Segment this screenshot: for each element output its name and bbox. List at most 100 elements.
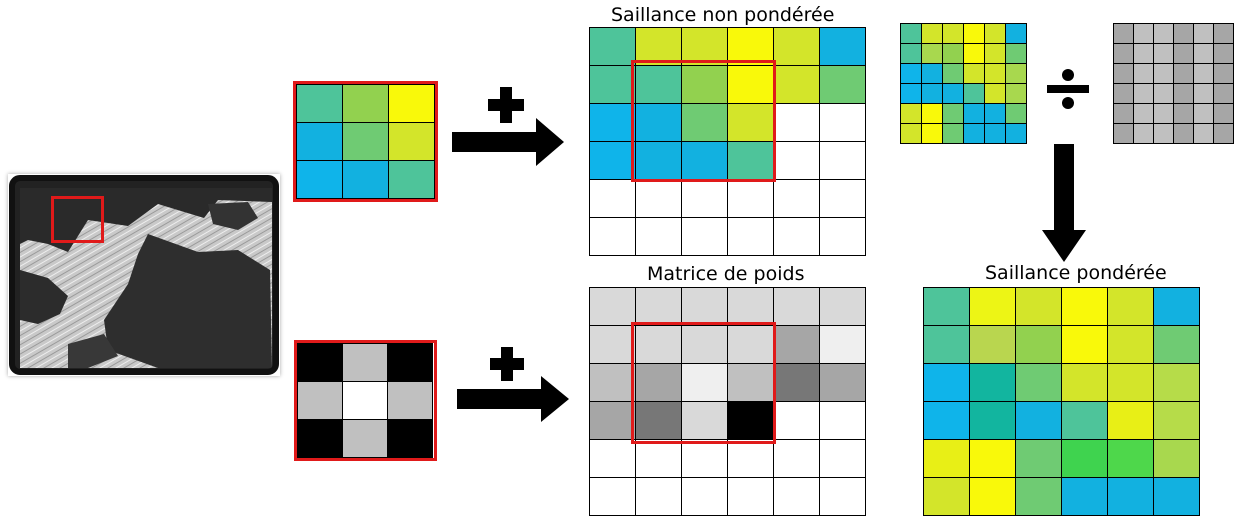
matrix-cell <box>1173 43 1194 64</box>
matrix-cell <box>1193 123 1214 144</box>
matrix-cell <box>589 27 636 66</box>
matrix-cell <box>963 23 985 44</box>
matrix-cell <box>1153 23 1174 44</box>
surface-photo-drawing <box>9 175 279 375</box>
matrix-cell <box>681 287 728 326</box>
matrix-cell <box>963 83 985 104</box>
matrix-cell <box>635 477 682 516</box>
matrix-cell <box>942 123 964 144</box>
matrix-cell <box>969 363 1016 402</box>
matrix-cell <box>921 23 943 44</box>
matrix-cell <box>984 23 1006 44</box>
weight-matrix-grid <box>589 287 866 516</box>
matrix-cell <box>969 439 1016 478</box>
matrix-cell <box>923 363 970 402</box>
matrix-cell <box>681 439 728 478</box>
matrix-cell <box>589 401 636 440</box>
matrix-cell <box>681 325 728 364</box>
matrix-cell <box>1133 103 1154 124</box>
matrix-cell <box>819 141 866 180</box>
matrix-cell <box>681 141 728 180</box>
matrix-cell <box>773 325 820 364</box>
matrix-cell <box>1113 23 1134 44</box>
matrix-cell <box>388 84 435 123</box>
matrix-cell <box>819 103 866 142</box>
matrix-cell <box>1213 63 1234 84</box>
matrix-cell <box>1133 23 1154 44</box>
matrix-cell <box>589 287 636 326</box>
matrix-cell <box>1153 325 1200 364</box>
matrix-cell <box>923 401 970 440</box>
matrix-cell <box>635 439 682 478</box>
matrix-cell <box>342 122 389 161</box>
matrix-cell <box>681 179 728 218</box>
matrix-cell <box>1153 103 1174 124</box>
matrix-cell <box>969 325 1016 364</box>
matrix-cell <box>1005 83 1027 104</box>
matrix-cell <box>1061 287 1108 326</box>
matrix-cell <box>942 83 964 104</box>
matrix-cell <box>942 43 964 64</box>
matrix-cell <box>984 83 1006 104</box>
matrix-cell <box>773 477 820 516</box>
matrix-cell <box>1005 63 1027 84</box>
arrow-right-icon <box>452 118 564 166</box>
matrix-cell <box>1113 83 1134 104</box>
matrix-cell <box>900 103 922 124</box>
matrix-cell <box>1061 363 1108 402</box>
matrix-cell <box>773 401 820 440</box>
matrix-cell <box>1153 363 1200 402</box>
matrix-cell <box>1133 83 1154 104</box>
matrix-cell <box>342 343 388 382</box>
matrix-cell <box>1133 63 1154 84</box>
matrix-cell <box>921 123 943 144</box>
matrix-cell <box>923 325 970 364</box>
matrix-cell <box>819 217 866 256</box>
matrix-cell <box>681 103 728 142</box>
matrix-cell <box>963 43 985 64</box>
matrix-cell <box>342 419 388 458</box>
matrix-cell <box>1173 83 1194 104</box>
matrix-cell <box>635 179 682 218</box>
matrix-cell <box>1107 439 1154 478</box>
matrix-cell <box>1005 103 1027 124</box>
matrix-cell <box>1213 43 1234 64</box>
matrix-cell <box>1113 103 1134 124</box>
matrix-cell <box>1153 43 1174 64</box>
matrix-cell <box>1015 363 1062 402</box>
matrix-cell <box>963 123 985 144</box>
matrix-cell <box>727 103 774 142</box>
matrix-cell <box>773 217 820 256</box>
matrix-cell <box>984 123 1006 144</box>
matrix-cell <box>727 217 774 256</box>
matrix-cell <box>727 287 774 326</box>
matrix-cell <box>773 179 820 218</box>
arrow-right-icon <box>457 376 569 422</box>
matrix-cell <box>819 179 866 218</box>
matrix-cell <box>1005 43 1027 64</box>
matrix-cell <box>727 65 774 104</box>
matrix-cell <box>297 343 343 382</box>
matrix-cell <box>942 23 964 44</box>
matrix-cell <box>1153 439 1200 478</box>
matrix-cell <box>1153 401 1200 440</box>
matrix-cell <box>1193 103 1214 124</box>
matrix-cell <box>819 287 866 326</box>
divide-icon <box>1047 69 1089 109</box>
small-weights-grid <box>1113 23 1234 144</box>
saliency-patch-grid <box>296 84 435 199</box>
matrix-cell <box>773 287 820 326</box>
matrix-cell <box>984 43 1006 64</box>
weighted-saliency-title: Saillance pondérée <box>985 262 1167 284</box>
matrix-cell <box>1061 401 1108 440</box>
matrix-cell <box>1113 43 1134 64</box>
matrix-cell <box>969 401 1016 440</box>
matrix-cell <box>589 439 636 478</box>
weight-matrix-highlight <box>631 322 776 444</box>
matrix-cell <box>900 83 922 104</box>
matrix-cell <box>342 160 389 199</box>
matrix-cell <box>900 123 922 144</box>
matrix-cell <box>1015 287 1062 326</box>
matrix-cell <box>923 439 970 478</box>
matrix-cell <box>819 439 866 478</box>
